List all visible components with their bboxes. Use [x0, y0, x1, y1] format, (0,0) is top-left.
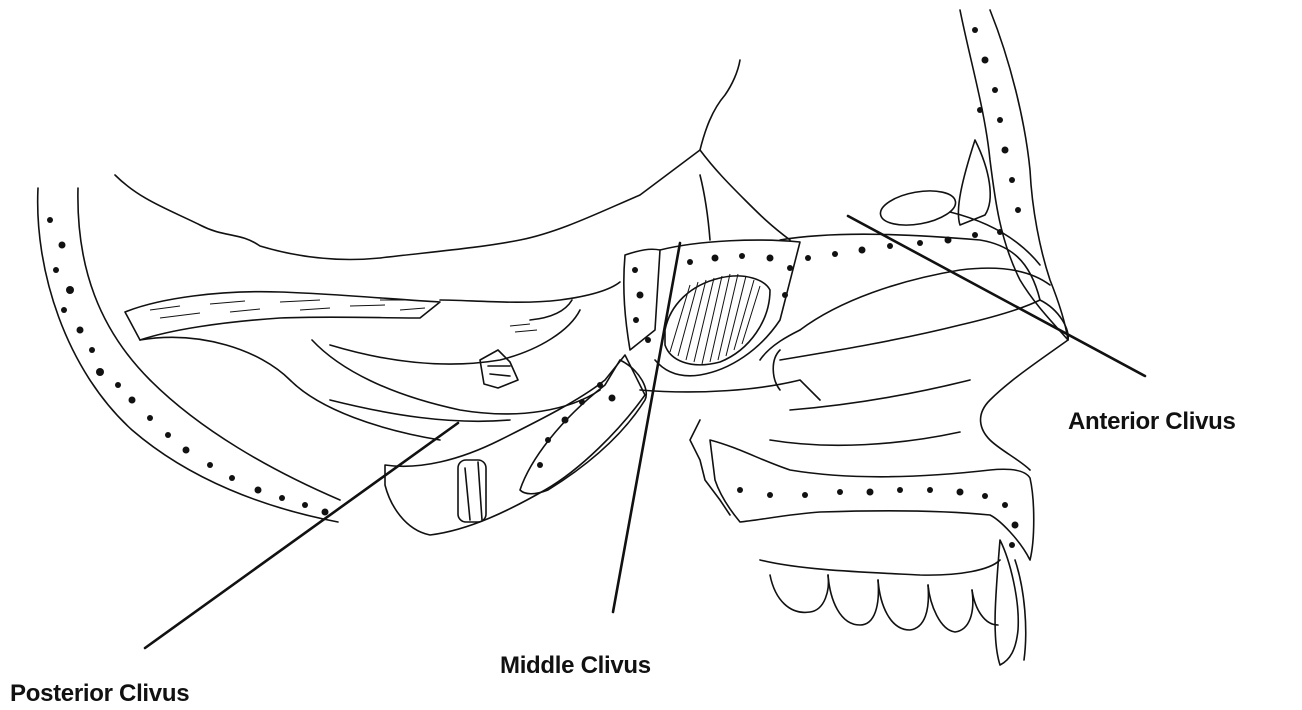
anterior-clivus-pointer	[848, 216, 1145, 376]
nasal-bone	[878, 10, 1068, 340]
anterior-clivus-label: Anterior Clivus	[1068, 408, 1236, 436]
teeth	[760, 540, 1026, 665]
sphenoid-sinus	[624, 240, 800, 376]
middle-clivus-pointer	[613, 243, 680, 612]
middle-clivus-label: Middle Clivus	[500, 652, 651, 680]
cranial-contour	[115, 60, 790, 260]
occipital-bone	[38, 188, 340, 522]
sinus-hatching	[670, 274, 760, 364]
sphenoid-process	[520, 360, 646, 494]
skull-hatching-marks	[150, 300, 537, 332]
posterior-clivus-label: Posterior Clivus	[10, 680, 189, 708]
posterior-clivus-pointer	[145, 423, 458, 648]
bone-dots	[47, 27, 1021, 548]
